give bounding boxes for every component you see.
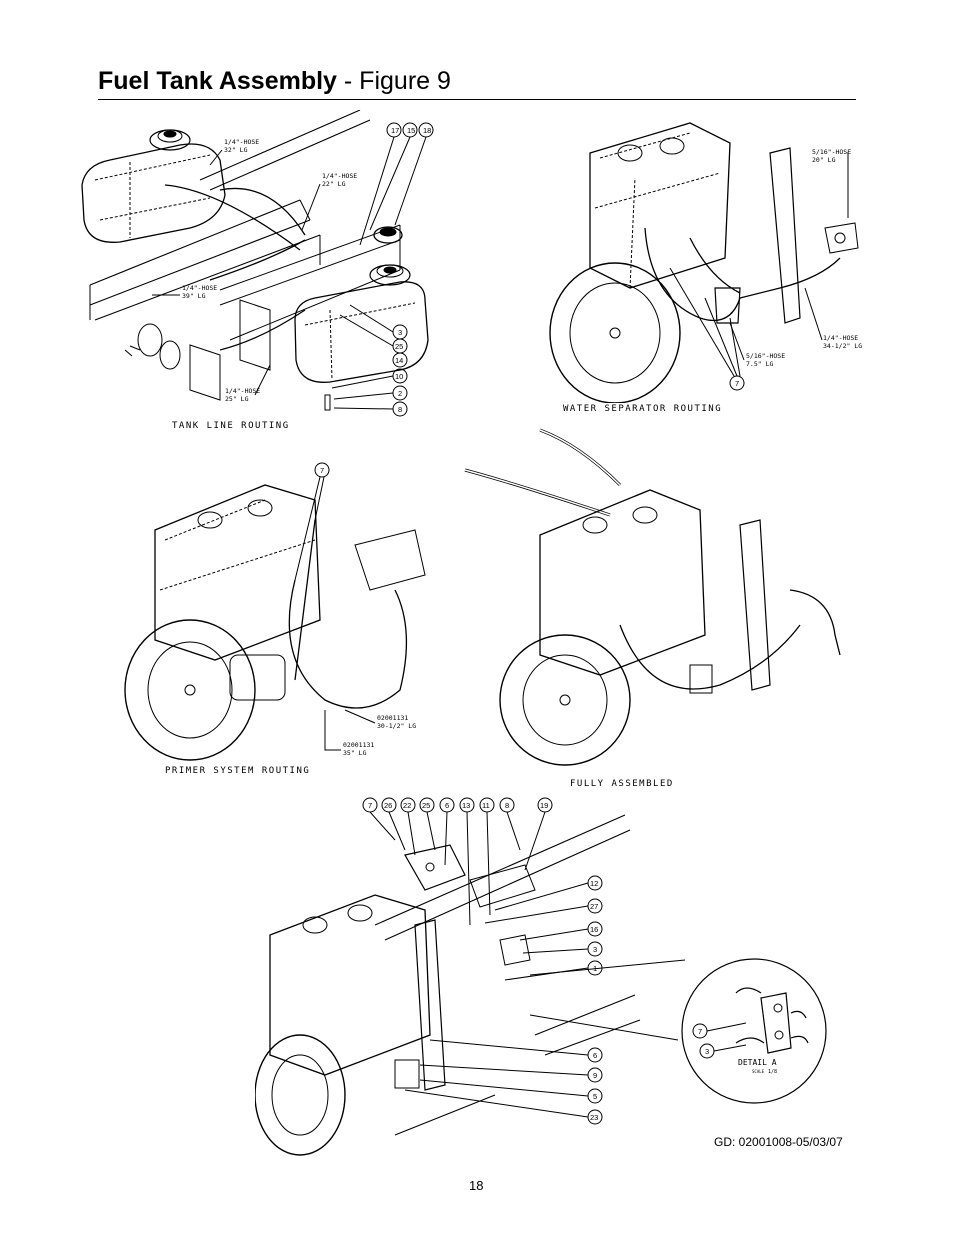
water-hose-a-length: 5/16"-HOSE xyxy=(812,148,851,156)
bottom-callout-9: 9 xyxy=(593,1071,597,1080)
tank-callout-8: 8 xyxy=(398,405,402,414)
tank-hose-b-length: 1/4"-HOSE xyxy=(322,172,357,180)
bottom-exploded-diagram: 7 26 22 25 6 13 11 8 19 12 27 16 3 1 6 9… xyxy=(255,795,655,1165)
bottom-callout-13: 13 xyxy=(462,801,470,810)
title-bold: Fuel Tank Assembly xyxy=(98,67,337,95)
water-callout-7: 7 xyxy=(735,379,739,388)
bottom-callout-11: 11 xyxy=(482,801,490,810)
water-hose-c-size: 7.5" LG xyxy=(746,360,773,368)
detail-scale-label: SCALE xyxy=(752,1069,765,1074)
tank-callout-10: 10 xyxy=(395,372,403,381)
tank-hose-a-length: 1/4"-HOSE xyxy=(224,138,259,146)
water-hose-b-size: 34-1/2" LG xyxy=(823,342,862,350)
bottom-callout-16: 16 xyxy=(590,925,598,934)
primer-system-routing-caption: PRIMER SYSTEM ROUTING xyxy=(165,766,311,776)
detail-a-leader-lines xyxy=(529,959,686,1041)
fully-assembled-caption: FULLY ASSEMBLED xyxy=(570,779,674,789)
tank-hose-b-size: 22" LG xyxy=(322,180,346,188)
tank-callout-25: 25 xyxy=(395,342,403,351)
detail-scale-value: 1/8 xyxy=(768,1069,777,1075)
bottom-callout-12: 12 xyxy=(590,879,598,888)
bottom-callout-22: 22 xyxy=(403,801,411,810)
tank-hose-c-length: 1/4"-HOSE xyxy=(182,284,217,292)
tank-line-routing-diagram: 1/4"-HOSE 32" LG 1/4"-HOSE 22" LG 1/4"-H… xyxy=(70,110,440,440)
bottom-callout-7: 7 xyxy=(368,801,372,810)
water-separator-routing-diagram: 5/16"-HOSE 20" LG 1/4"-HOSE 34-1/2" LG 5… xyxy=(540,118,885,403)
primer-hose-b-part: 02001131 xyxy=(343,741,374,749)
tank-hose-c-size: 39" LG xyxy=(182,292,206,300)
title-rule xyxy=(98,99,856,100)
bottom-callout-6b: 6 xyxy=(593,1051,597,1060)
detail-a-label: DETAIL A xyxy=(738,1058,777,1067)
bottom-callout-23: 23 xyxy=(590,1113,598,1122)
tank-callout-17: 17 xyxy=(391,126,399,135)
page-title: Fuel Tank Assembly - Figure 9 xyxy=(98,66,451,96)
primer-callout-7: 7 xyxy=(320,466,324,475)
bottom-callout-25: 25 xyxy=(422,801,430,810)
tank-line-routing-caption: TANK LINE ROUTING xyxy=(172,421,290,431)
bottom-callout-8: 8 xyxy=(505,801,509,810)
bottom-callout-27: 27 xyxy=(590,902,598,911)
document-id: GD: 02001008-05/03/07 xyxy=(714,1135,843,1149)
tank-callout-2: 2 xyxy=(398,389,402,398)
bottom-callout-5: 5 xyxy=(593,1092,597,1101)
bottom-callout-19: 19 xyxy=(540,801,548,810)
detail-a-diagram: 7 3 DETAIL A SCALE 1/8 xyxy=(676,953,836,1113)
title-rest: - Figure 9 xyxy=(336,67,451,95)
primer-system-routing-diagram: 02001131 30-1/2" LG 02001131 35" LG 7 xyxy=(115,460,455,765)
fully-assembled-diagram xyxy=(460,425,860,770)
detail-callout-7: 7 xyxy=(698,1027,702,1036)
water-separator-routing-caption: WATER SEPARATOR ROUTING xyxy=(563,404,723,414)
bottom-callout-6: 6 xyxy=(445,801,449,810)
detail-callout-3: 3 xyxy=(705,1047,709,1056)
tank-hose-a-size: 32" LG xyxy=(224,146,248,154)
primer-hose-a-part: 02001131 xyxy=(377,714,408,722)
primer-hose-b-length: 35" LG xyxy=(343,749,367,757)
page-number: 18 xyxy=(469,1178,484,1193)
water-hose-b-length: 1/4"-HOSE xyxy=(823,334,858,342)
tank-callout-3: 3 xyxy=(398,328,402,337)
water-hose-c-length: 5/16"-HOSE xyxy=(746,352,785,360)
bottom-callout-3: 3 xyxy=(593,945,597,954)
water-hose-a-size: 20" LG xyxy=(812,156,836,164)
tank-callout-15: 15 xyxy=(407,126,415,135)
bottom-callout-26: 26 xyxy=(384,801,392,810)
tank-hose-d-size: 25" LG xyxy=(225,395,249,403)
primer-hose-a-length: 30-1/2" LG xyxy=(377,722,416,730)
tank-callout-18: 18 xyxy=(423,126,431,135)
tank-hose-d-length: 1/4"-HOSE xyxy=(225,387,260,395)
tank-callout-14: 14 xyxy=(395,356,403,365)
